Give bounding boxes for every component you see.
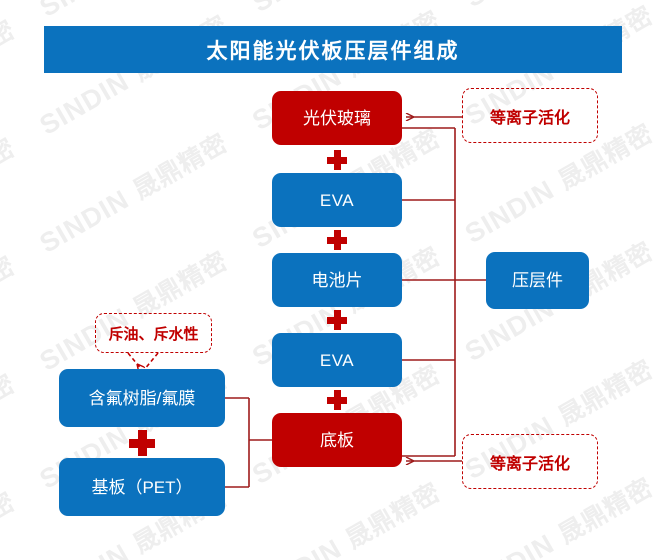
node-label: EVA bbox=[319, 190, 355, 210]
callout-label: 等离子活化 bbox=[489, 455, 570, 473]
node-label: 压层件 bbox=[512, 271, 563, 290]
node-label: 基板（PET） bbox=[91, 477, 193, 497]
plus-icon bbox=[327, 150, 347, 170]
callout-oil-water-repellency[interactable]: 斥油、斥水性 bbox=[95, 313, 212, 353]
plus-icon bbox=[129, 430, 155, 456]
node-label: 底板 bbox=[320, 430, 354, 450]
node-fluoropolymer-film[interactable]: 含氟树脂/氟膜 bbox=[59, 369, 225, 427]
plus-icon bbox=[327, 390, 347, 410]
node-label: 电池片 bbox=[311, 270, 363, 290]
plus-icon bbox=[327, 230, 347, 250]
node-backsheet[interactable]: 底板 bbox=[272, 413, 402, 467]
callout-label: 等离子活化 bbox=[489, 109, 570, 127]
node-eva-lower[interactable]: EVA bbox=[272, 333, 402, 387]
callout-plasma-activation-top[interactable]: 等离子活化 bbox=[462, 88, 598, 143]
node-solar-cell[interactable]: 电池片 bbox=[272, 253, 402, 307]
node-label: 含氟树脂/氟膜 bbox=[88, 388, 196, 408]
callout-label: 斥油、斥水性 bbox=[108, 325, 199, 343]
page-title: 太阳能光伏板压层件组成 bbox=[206, 39, 460, 63]
callout-plasma-activation-bottom[interactable]: 等离子活化 bbox=[462, 434, 598, 489]
node-pet-substrate[interactable]: 基板（PET） bbox=[59, 458, 225, 516]
node-eva-upper[interactable]: EVA bbox=[272, 173, 402, 227]
node-label: EVA bbox=[319, 350, 355, 370]
node-label: 光伏玻璃 bbox=[303, 108, 371, 128]
plus-icon bbox=[327, 310, 347, 330]
diagram-title-bar: 太阳能光伏板压层件组成 bbox=[44, 26, 622, 73]
node-photovoltaic-glass[interactable]: 光伏玻璃 bbox=[272, 91, 402, 145]
node-laminate[interactable]: 压层件 bbox=[486, 252, 589, 309]
